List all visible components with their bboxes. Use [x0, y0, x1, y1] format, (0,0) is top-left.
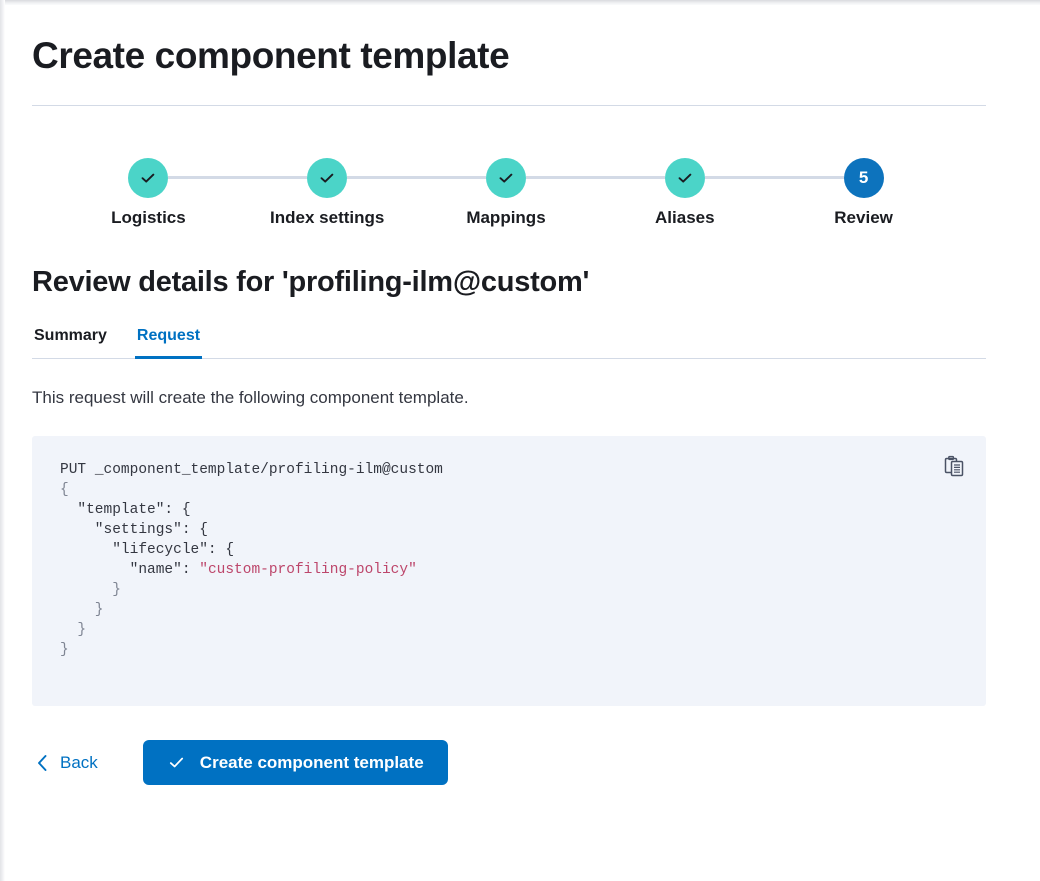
step-logistics[interactable]: Logistics [59, 157, 238, 228]
step-label: Mappings [466, 207, 546, 227]
connector-right [168, 176, 238, 180]
step-status-indicator: 5 [843, 157, 884, 198]
connector-left [416, 176, 486, 180]
review-tabs: Summary Request [32, 327, 986, 359]
page-surface: Create component template Logistics [5, 5, 1040, 881]
connector-left [595, 176, 665, 180]
code-line-close-2: } [60, 602, 104, 619]
clipboard-copy-icon [944, 456, 964, 477]
wizard-stepper: Logistics Index settings [32, 157, 986, 228]
check-icon [320, 173, 334, 183]
code-line-settings: "settings": { [60, 522, 208, 539]
page-title: Create component template [32, 35, 510, 76]
request-description: This request will create the following c… [32, 387, 469, 407]
request-code-panel: PUT _component_template/profiling-ilm@cu… [32, 436, 986, 707]
tab-request[interactable]: Request [134, 327, 203, 359]
step-circle-row [237, 157, 417, 199]
copy-button[interactable] [940, 452, 968, 480]
step-label: Index settings [270, 207, 385, 227]
request-code: PUT _component_template/profiling-ilm@cu… [60, 460, 958, 660]
connector-left [774, 176, 844, 180]
check-icon [169, 757, 183, 768]
code-policy-value: "custom-profiling-policy" [199, 562, 417, 579]
check-icon [499, 173, 513, 183]
step-circle-row [595, 157, 775, 199]
code-line-close-0: } [60, 642, 69, 659]
header-divider [32, 104, 986, 106]
check-icon [678, 173, 692, 183]
window-top-chrome [0, 0, 1040, 5]
step-number: 5 [858, 168, 869, 188]
step-status-indicator [307, 157, 348, 198]
step-circle-row: 5 [774, 157, 953, 199]
chevron-left-icon [38, 754, 47, 771]
step-status-indicator [664, 157, 705, 198]
code-line-close-1: } [60, 622, 87, 639]
step-review[interactable]: 5 Review [774, 157, 953, 228]
request-method: PUT [60, 462, 87, 479]
policy-name: custom-profiling-policy [207, 562, 409, 579]
code-line-template: "template": { [60, 502, 191, 519]
window-left-chrome [0, 0, 5, 881]
code-line-lifecycle: "lifecycle": { [60, 542, 235, 559]
step-status-indicator [486, 157, 526, 198]
connector-right [884, 176, 953, 179]
back-button[interactable]: Back [32, 747, 102, 779]
request-path: _component_template/profiling-ilm@custom [94, 462, 443, 479]
review-heading: Review details for 'profiling-ilm@custom… [32, 265, 590, 298]
step-circle-row [59, 157, 238, 199]
step-label: Logistics [111, 207, 186, 227]
page-content: Create component template Logistics [5, 5, 1018, 786]
footer-actions: Back Create component template [32, 740, 986, 786]
create-button-label: Create component template [199, 752, 424, 772]
connector-right [526, 176, 596, 180]
step-aliases[interactable]: Aliases [595, 157, 775, 228]
step-status-indicator [128, 157, 169, 198]
step-label: Aliases [655, 207, 715, 227]
connector-left [59, 176, 128, 179]
connector-right [347, 176, 417, 180]
step-circle-row [416, 157, 596, 199]
step-mappings[interactable]: Mappings [416, 157, 596, 228]
create-component-template-button[interactable]: Create component template [142, 740, 448, 786]
code-line-open-brace: { [60, 482, 69, 499]
connector-left [237, 176, 308, 180]
step-label: Review [834, 207, 893, 227]
connector-right [704, 176, 775, 180]
code-line-close-3: } [60, 582, 121, 599]
step-index-settings[interactable]: Index settings [237, 157, 417, 228]
check-icon [141, 173, 155, 183]
code-line-name: "name": "custom-profiling-policy" [60, 562, 417, 579]
tab-summary[interactable]: Summary [32, 327, 109, 359]
back-label: Back [60, 752, 98, 772]
